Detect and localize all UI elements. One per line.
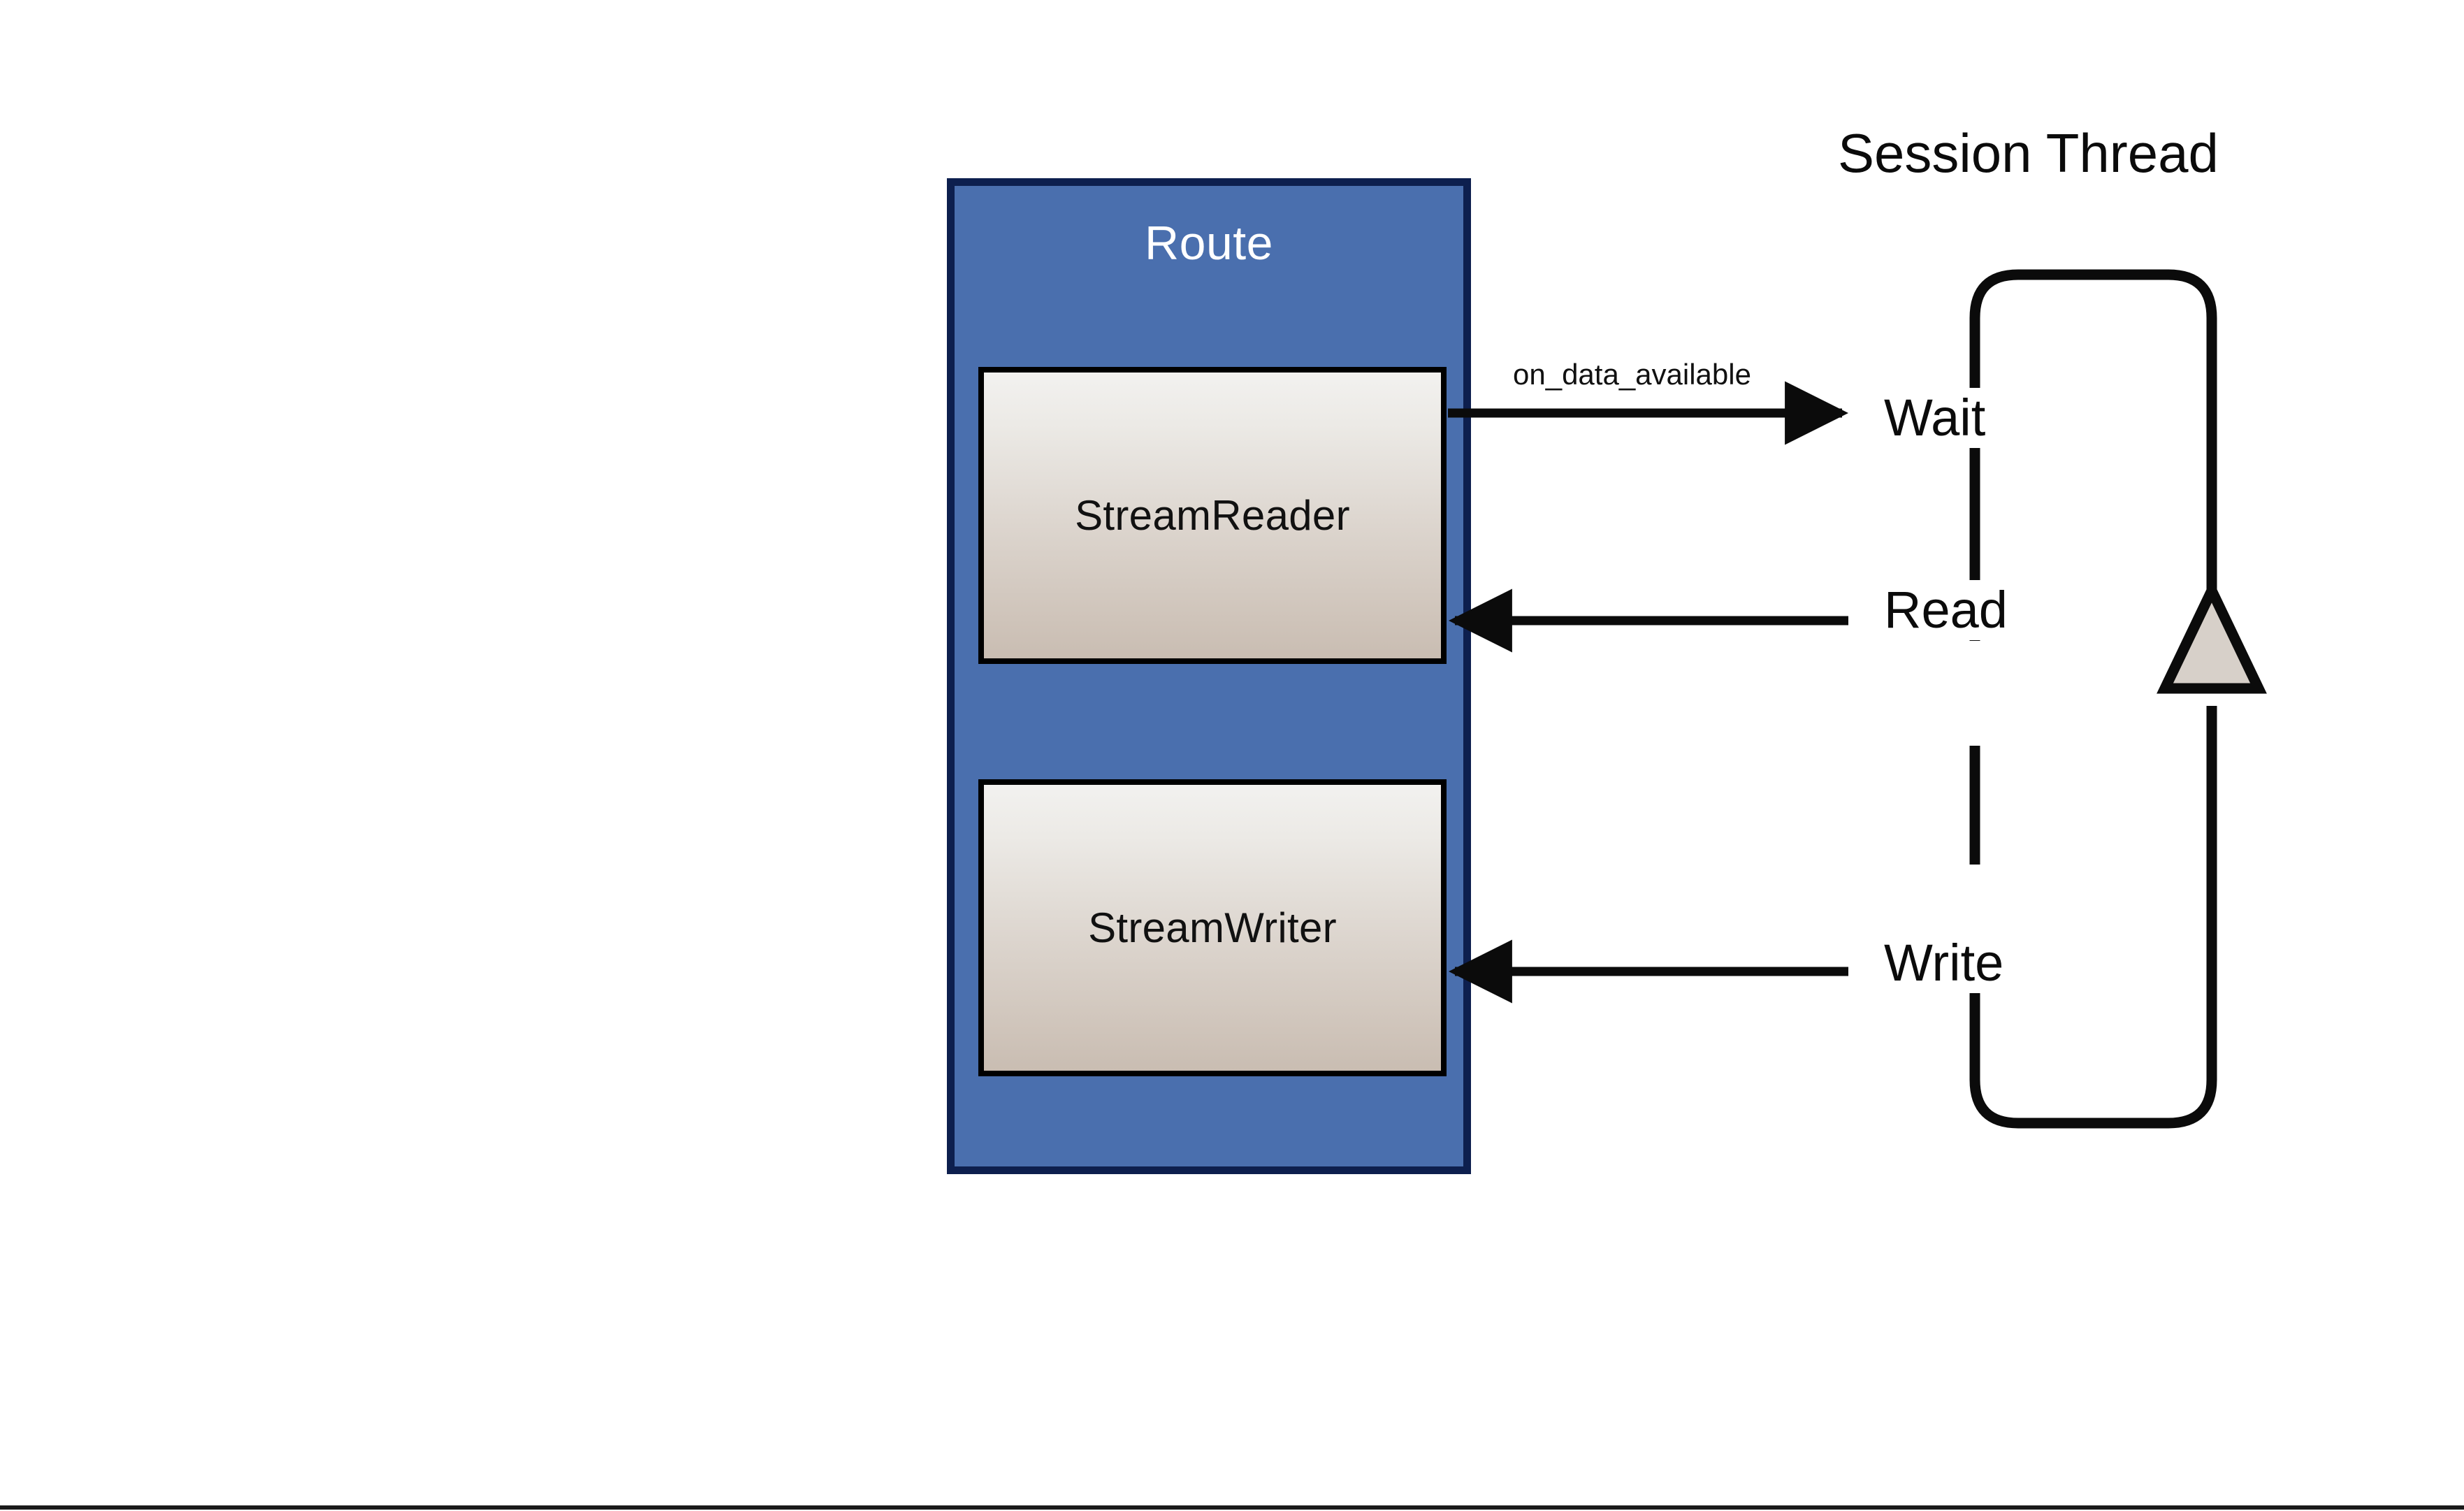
bottom-rule <box>0 1505 2464 1510</box>
stream-reader-node[interactable]: StreamReader <box>978 367 1447 664</box>
stream-reader-label: StreamReader <box>1075 491 1350 539</box>
stream-writer-node[interactable]: StreamWriter <box>978 779 1447 1076</box>
stream-writer-label: StreamWriter <box>1088 904 1337 951</box>
state-label-read: Read <box>1873 580 2019 640</box>
session-thread-title: Session Thread <box>1838 122 2219 184</box>
state-label-wait: Wait <box>1873 388 1997 448</box>
route-title: Route <box>1145 217 1273 270</box>
state-label-write: Write <box>1873 933 2015 993</box>
connector-thread-loop <box>1969 269 2267 1129</box>
edge-label-on-data-available: on_data_available <box>1513 358 1751 391</box>
